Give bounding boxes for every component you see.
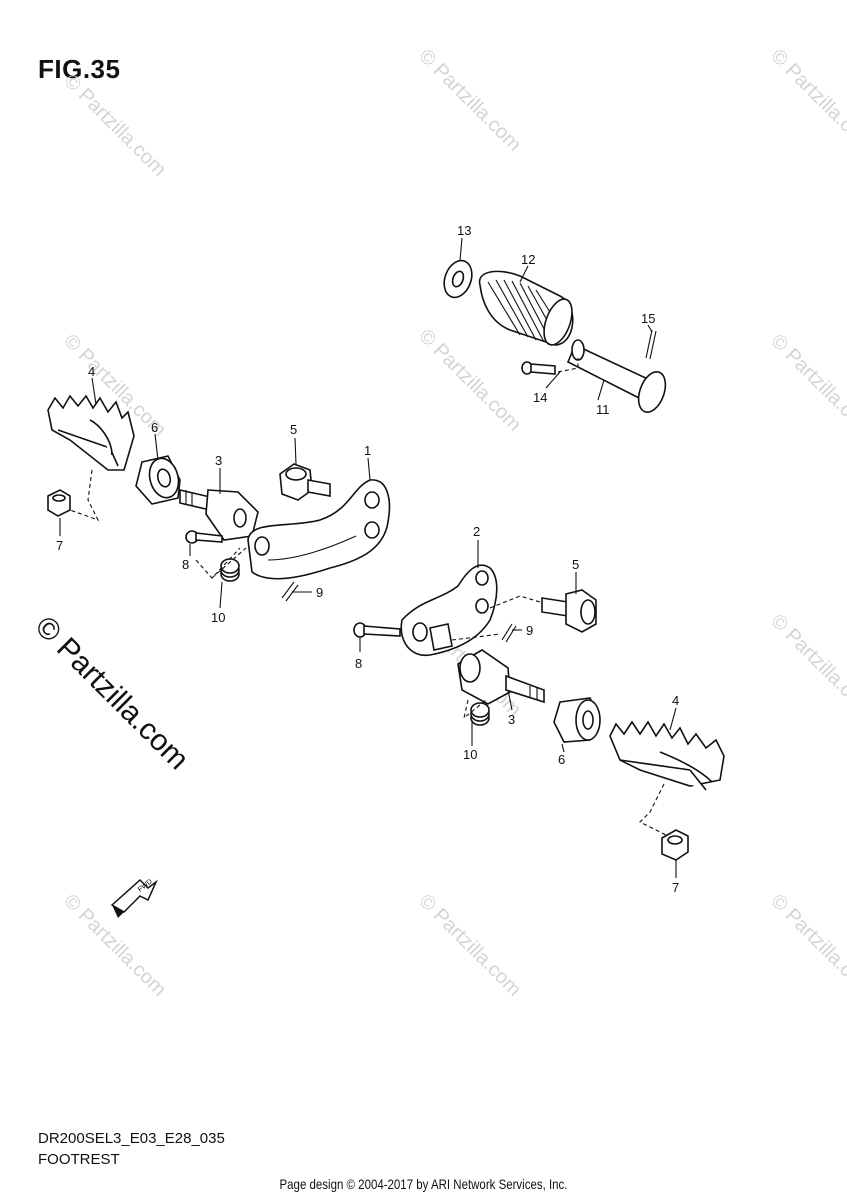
callout-3: 3 [215,453,222,468]
page-footer: Page design © 2004-2017 by ARI Network S… [279,1176,568,1192]
part-13-washer [443,259,473,299]
callout-6: 6 [558,752,565,767]
part-10-spring [470,702,490,726]
callout-8: 8 [355,656,362,671]
part-5-bolt [279,463,331,501]
callout-2: 2 [473,524,480,539]
part-9-cotter-pin [281,581,299,602]
callout-9: 9 [316,585,323,600]
callout-7: 7 [56,538,63,553]
callout-11: 11 [596,402,610,417]
callout-9: 9 [526,623,533,638]
part-11-footrest-bar [566,339,667,413]
callout-7: 7 [672,880,679,895]
callout-1: 1 [364,443,371,458]
part-12-rubber-grip [478,270,574,346]
part-8-pin [185,530,223,544]
fwd-direction-arrow-icon: FWD [110,878,158,918]
callout-14: 14 [533,390,547,405]
callout-5: 5 [572,557,579,572]
callout-10: 10 [211,610,225,625]
part-10-spring [220,558,240,582]
callout-12: 12 [521,252,535,267]
part-5-bolt [541,589,597,633]
model-code: DR200SEL3_E03_E28_035 [38,1130,225,1147]
callout-8: 8 [182,557,189,572]
part-7-nut [661,829,689,861]
part-6-bushing [135,455,181,505]
part-14-pin [521,361,556,375]
callout-13: 13 [457,223,471,238]
part-6-bushing [553,697,601,743]
callout-3: 3 [508,712,515,727]
part-2-bracket [400,564,498,656]
part-7-nut [47,489,71,517]
part-3-shaft [457,649,545,705]
part-9-cotter-pin [501,623,517,643]
callout-4: 4 [672,693,679,708]
part-8-pin [353,622,401,638]
figure-name: FOOTREST [38,1151,120,1168]
part-4-footpeg [609,720,725,791]
callout-4: 4 [88,364,95,379]
callout-6: 6 [151,420,158,435]
part-3-shaft [179,488,259,541]
part-15-cotter-pin [645,329,657,360]
callout-15: 15 [641,311,655,326]
figure-title: FIG.35 [38,54,121,84]
callout-10: 10 [463,747,477,762]
callout-5: 5 [290,422,297,437]
part-1-bracket [247,479,391,580]
part-4-footpeg [47,394,135,471]
